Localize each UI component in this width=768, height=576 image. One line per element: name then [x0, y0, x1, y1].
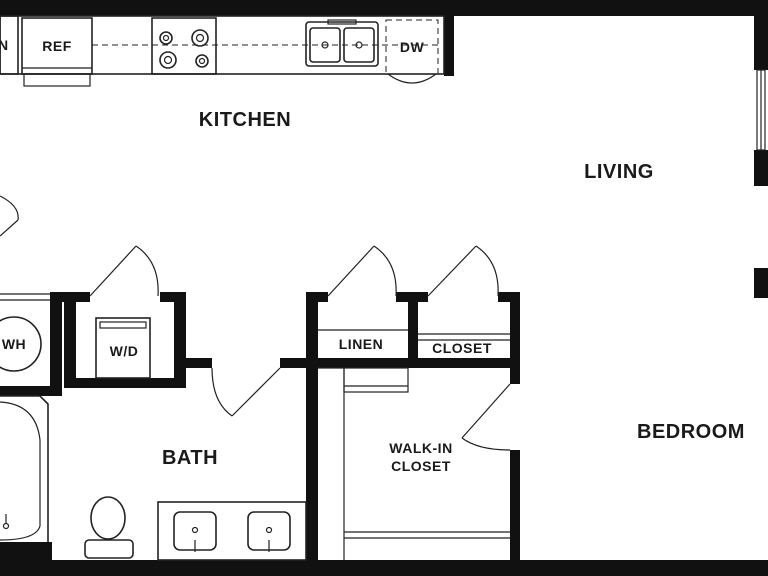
kitchen-label: KITCHEN [199, 109, 291, 131]
bathtub [0, 395, 49, 542]
bedroom-label: BEDROOM [637, 421, 745, 443]
living-label: LIVING [584, 161, 654, 183]
living-window [756, 69, 766, 151]
walk-in-closet [318, 367, 511, 560]
linen-closet: LINEN [318, 245, 408, 352]
range-stove [151, 17, 217, 75]
bath-label: BATH [162, 447, 218, 469]
dw-label: DW [400, 39, 425, 55]
wh-closet: WH [0, 293, 50, 372]
linen-label: LINEN [339, 336, 384, 352]
bath-vanity [157, 501, 307, 561]
pantry-label: N [0, 37, 9, 53]
bath-door-swing [211, 367, 281, 417]
pantry-unit: N [0, 15, 19, 75]
ref-label: REF [42, 38, 72, 54]
wd-closet: W/D [89, 245, 159, 379]
kitchen-sink [305, 19, 379, 67]
dishwasher: DW [385, 19, 439, 84]
closet-label: CLOSET [432, 340, 492, 356]
walk-in-closet-label-line1: WALK-IN [389, 440, 452, 456]
kitchen-counter [0, 15, 445, 75]
toilet [84, 496, 134, 559]
wd-label: W/D [110, 343, 139, 359]
interior-walls [0, 292, 520, 560]
walk-in-closet-label-line2: CLOSET [391, 458, 451, 474]
left-door-swing [0, 195, 19, 237]
wh-label: WH [2, 336, 26, 352]
refrigerator: REF [21, 17, 93, 87]
closet: CLOSET [418, 245, 510, 356]
